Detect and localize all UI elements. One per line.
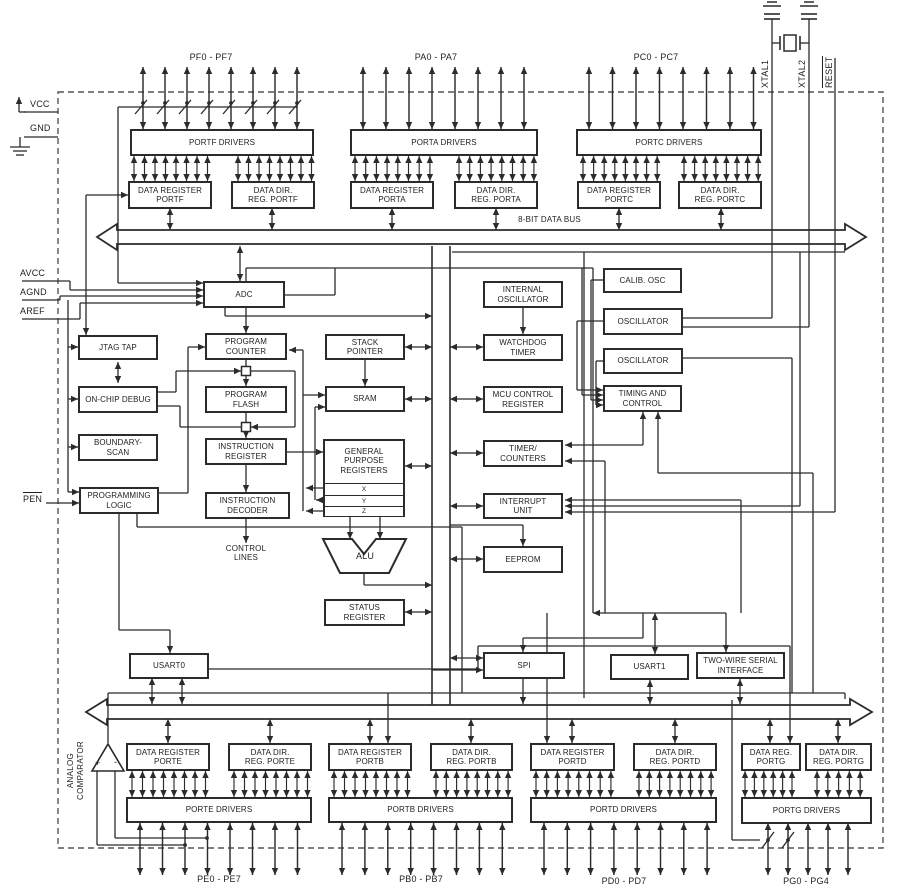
reset-label: RESET [822,56,834,88]
block-data-dir-portb: DATA DIR. REG. PORTB [430,743,513,771]
block-instruction-register: INSTRUCTION REGISTER [205,438,287,465]
xtal1-label: XTAL1 [760,59,770,88]
port-label-pc: PC0 - PC7 [633,52,679,62]
block-data-dir-portf: DATA DIR. REG. PORTF [231,181,315,209]
block-portc-drivers: PORTC DRIVERS [576,129,762,156]
block-spi: SPI [483,652,565,679]
block-data-register-portf: DATA REGISTER PORTF [128,181,212,209]
port-label-pb: PB0 - PB7 [399,874,443,884]
gpr-row-y: Y [325,494,403,507]
block-data-dir-portc: DATA DIR. REG. PORTC [678,181,762,209]
block-internal-oscillator: INTERNAL OSCILLATOR [483,281,563,308]
block-eeprom: EEPROM [483,546,563,573]
block-oscillator-top: OSCILLATOR [603,308,683,335]
avcc-label: AVCC [20,268,46,278]
block-watchdog-timer: WATCHDOG TIMER [483,334,563,361]
port-label-pe: PE0 - PE7 [197,874,241,884]
block-jtag-tap: JTAG TAP [78,335,158,360]
port-label-pa: PA0 - PA7 [414,52,458,62]
block-data-register-porta: DATA REGISTER PORTA [350,181,434,209]
block-portd-drivers: PORTD DRIVERS [530,797,717,823]
port-label-pd: PD0 - PD7 [601,876,647,886]
block-data-dir-portd: DATA DIR. REG. PORTD [633,743,717,771]
block-interrupt-unit: INTERRUPT UNIT [483,493,563,519]
block-portf-drivers: PORTF DRIVERS [130,129,314,156]
block-calib-osc: CALIB. OSC [603,268,682,293]
agnd-label: AGND [20,287,47,297]
port-label-pg: PG0 - PG4 [783,876,829,886]
block-porta-drivers: PORTA DRIVERS [350,129,538,156]
block-data-reg-portg: DATA REG. PORTG [741,743,801,771]
block-two-wire: TWO-WIRE SERIAL INTERFACE [696,652,785,679]
block-usart0: USART0 [129,653,209,679]
block-data-register-portd: DATA REGISTER PORTD [530,743,615,771]
analog-comparator-label: ANALOG COMPARATOR [66,740,85,800]
block-portb-drivers: PORTB DRIVERS [328,797,513,823]
data-bus-label: 8-BIT DATA BUS [518,215,581,224]
block-data-register-portc: DATA REGISTER PORTC [577,181,661,209]
vcc-label: VCC [30,99,50,109]
block-oscillator-bottom: OSCILLATOR [603,348,683,374]
block-sram: SRAM [325,386,405,412]
block-data-register-porte: DATA REGISTER PORTE [126,743,210,771]
alu-label: ALU [355,551,375,561]
xtal2-label: XTAL2 [797,59,807,88]
block-timing-and-control: TIMING AND CONTROL [603,385,682,412]
comparator-plus-sign: + [95,758,101,768]
block-status-register: STATUS REGISTER [324,599,405,626]
block-adc: ADC [203,281,285,308]
block-on-chip-debug: ON-CHIP DEBUG [78,386,158,413]
gnd-label: GND [30,123,51,133]
block-instruction-decoder: INSTRUCTION DECODER [205,492,290,519]
aref-label: AREF [20,306,45,316]
block-data-dir-porta: DATA DIR. REG. PORTA [454,181,538,209]
block-program-counter: PROGRAM COUNTER [205,333,287,360]
block-timer-counters: TIMER/ COUNTERS [483,440,563,467]
comparator-minus-sign: - [114,757,117,767]
block-mcu-control-register: MCU CONTROL REGISTER [483,386,563,413]
gpr-row-z: Z [325,506,403,516]
control-lines-label: CONTROL LINES [225,544,267,562]
block-data-dir-portg: DATA DIR. REG. PORTG [805,743,872,771]
block-portg-drivers: PORTG DRIVERS [741,797,872,824]
block-usart1: USART1 [610,654,689,680]
block-program-flash: PROGRAM FLASH [205,386,287,413]
block-data-dir-porte: DATA DIR. REG. PORTE [228,743,312,771]
block-stack-pointer: STACK POINTER [325,334,405,360]
block-data-register-portb: DATA REGISTER PORTB [328,743,412,771]
block-boundary-scan: BOUNDARY- SCAN [78,434,158,461]
port-label-pf: PF0 - PF7 [189,52,233,62]
gpr-row-x: X [325,483,403,496]
pen-label: PEN [23,492,43,504]
block-programming-logic: PROGRAMMING LOGIC [79,487,159,514]
block-porte-drivers: PORTE DRIVERS [126,797,312,823]
